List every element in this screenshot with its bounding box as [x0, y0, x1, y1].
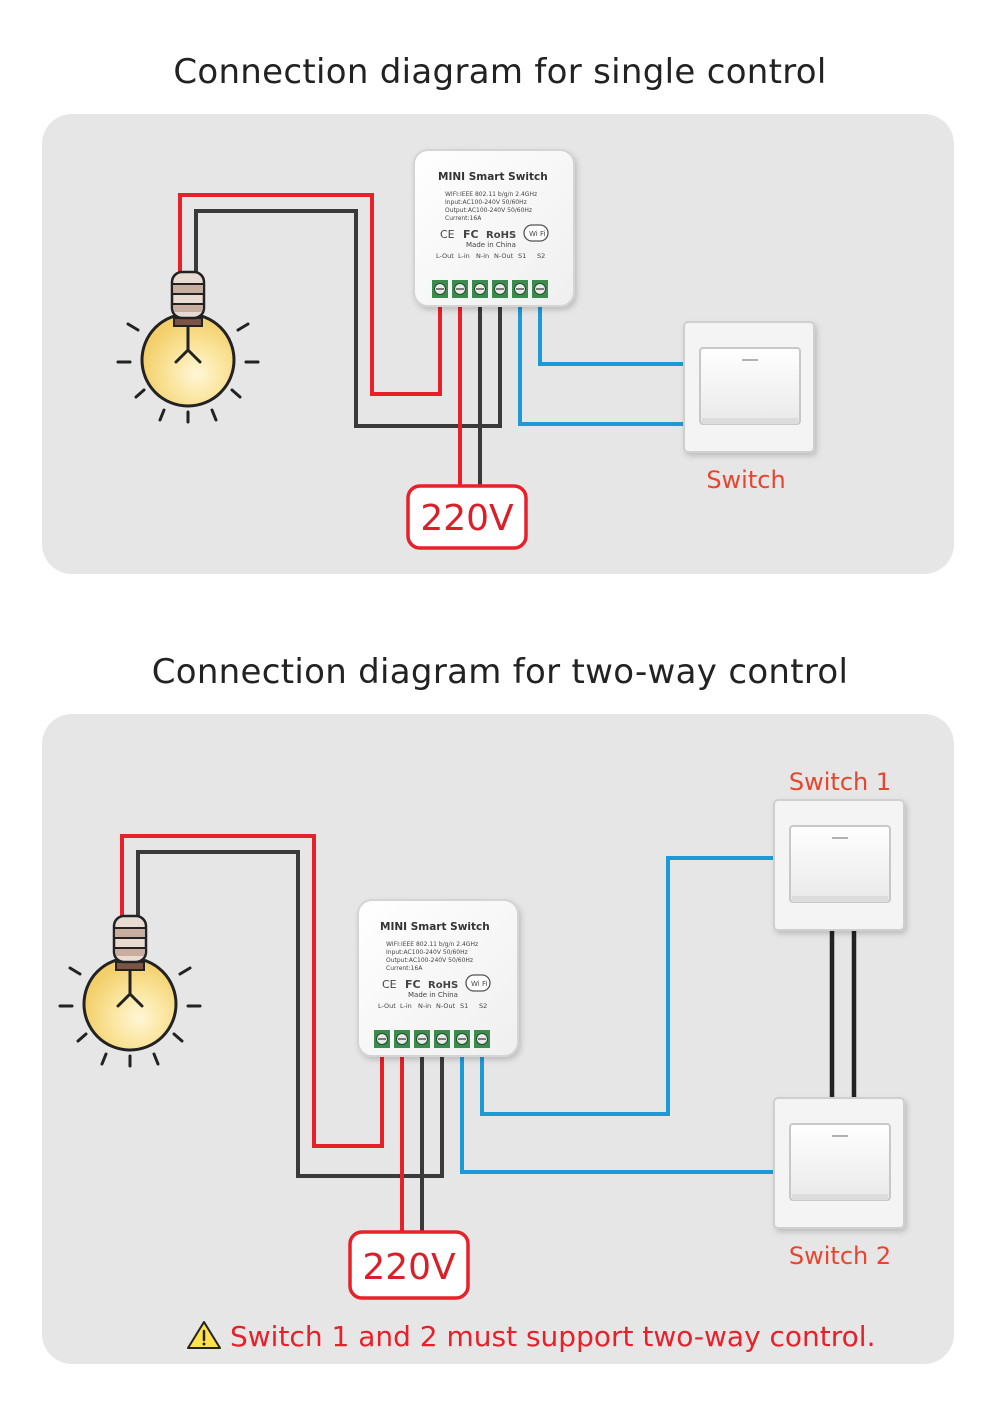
d1-light-bulb-icon: [116, 270, 260, 424]
d2-wire-s2: [460, 1054, 776, 1174]
d2-wall-switch-1: [774, 800, 904, 930]
d1-ce-mark: CE: [440, 228, 455, 241]
d1-mini-smart-switch-module: MINI Smart Switch WIFI:IEEE 802.11 b/g/n…: [413, 149, 575, 307]
d1-wifi-icon: Wi Fi: [523, 224, 549, 242]
d2-module-spec-wifi: WIFI:IEEE 802.11 b/g/n 2.4GHz: [386, 941, 478, 948]
d2-voltage-box: 220V: [348, 1230, 470, 1300]
d1-switch-label: Switch: [706, 466, 785, 494]
d2-wifi-icon: Wi Fi: [465, 974, 491, 992]
d2-terminal-label-nin: N-in: [418, 1002, 431, 1010]
d1-module-spec-input: Input:AC100-240V 50/60Hz: [445, 199, 527, 206]
d2-terminal-label-s2: S2: [479, 1002, 487, 1010]
d1-module-spec-wifi: WIFI:IEEE 802.11 b/g/n 2.4GHz: [445, 191, 537, 198]
d1-terminal-label-s1: S1: [518, 252, 526, 260]
d2-terminal-label-lout: L-Out: [378, 1002, 396, 1010]
d1-terminal-label-lin: L-in: [458, 252, 470, 260]
d2-module-spec-input: Input:AC100-240V 50/60Hz: [386, 949, 468, 956]
svg-text:Wi Fi: Wi Fi: [529, 230, 545, 238]
d2-wire-lamp-neutral: [136, 850, 444, 1178]
d1-wall-switch: [684, 322, 814, 452]
d2-wire-lamp-live: [120, 834, 384, 1148]
d2-switch2-label: Switch 2: [789, 1242, 891, 1270]
d1-wire-lamp-neutral: [194, 209, 502, 428]
d2-module-name: MINI Smart Switch: [380, 921, 490, 933]
d1-module-spec-output: Output:AC100-240V 50/60Hz: [445, 207, 532, 214]
d1-wire-lamp-live: [178, 193, 442, 396]
d1-terminal-label-nout: N-Out: [494, 252, 514, 260]
d1-module-spec-current: Current:16A: [445, 215, 482, 222]
d2-fc-mark: FC: [405, 978, 421, 991]
d1-terminal-label-s2: S2: [537, 252, 545, 260]
d2-module-spec-output: Output:AC100-240V 50/60Hz: [386, 957, 473, 964]
svg-text:Wi Fi: Wi Fi: [471, 980, 487, 988]
d2-rohs-mark: RoHS: [428, 980, 458, 991]
d2-ce-mark: CE: [382, 978, 397, 991]
d1-voltage-label: 220V: [420, 498, 514, 539]
d2-wire-s1: [480, 856, 776, 1116]
d1-wire-s2: [518, 290, 686, 426]
d2-light-bulb-icon: [58, 914, 202, 1068]
d2-terminal-label-lin: L-in: [400, 1002, 412, 1010]
d1-module-name: MINI Smart Switch: [438, 171, 548, 183]
d2-terminal-label-s1: S1: [460, 1002, 468, 1010]
two-way-warning-text: Switch 1 and 2 must support two-way cont…: [230, 1320, 876, 1353]
d1-rohs-mark: RoHS: [486, 230, 516, 241]
d2-wall-switch-2: [774, 1098, 904, 1228]
d1-terminal-label-nin: N-in: [476, 252, 489, 260]
d2-switch1-label: Switch 1: [789, 768, 891, 796]
diagram2-title: Connection diagram for two-way control: [151, 652, 849, 692]
warning-triangle-icon: [187, 1321, 221, 1349]
d2-made-in: Made in China: [408, 991, 458, 999]
d1-fc-mark: FC: [463, 228, 479, 241]
d1-made-in: Made in China: [466, 241, 516, 249]
diagram1-title: Connection diagram for single control: [173, 52, 827, 92]
d2-module-spec-current: Current:16A: [386, 965, 423, 972]
d2-voltage-label: 220V: [362, 1247, 456, 1288]
d2-terminal-label-nout: N-Out: [436, 1002, 456, 1010]
d1-wire-s1: [538, 290, 686, 366]
d1-terminal-label-lout: L-Out: [436, 252, 454, 260]
d2-mini-smart-switch-module: MINI Smart Switch WIFI:IEEE 802.11 b/g/n…: [357, 899, 519, 1057]
d1-voltage-box: 220V: [406, 484, 528, 550]
